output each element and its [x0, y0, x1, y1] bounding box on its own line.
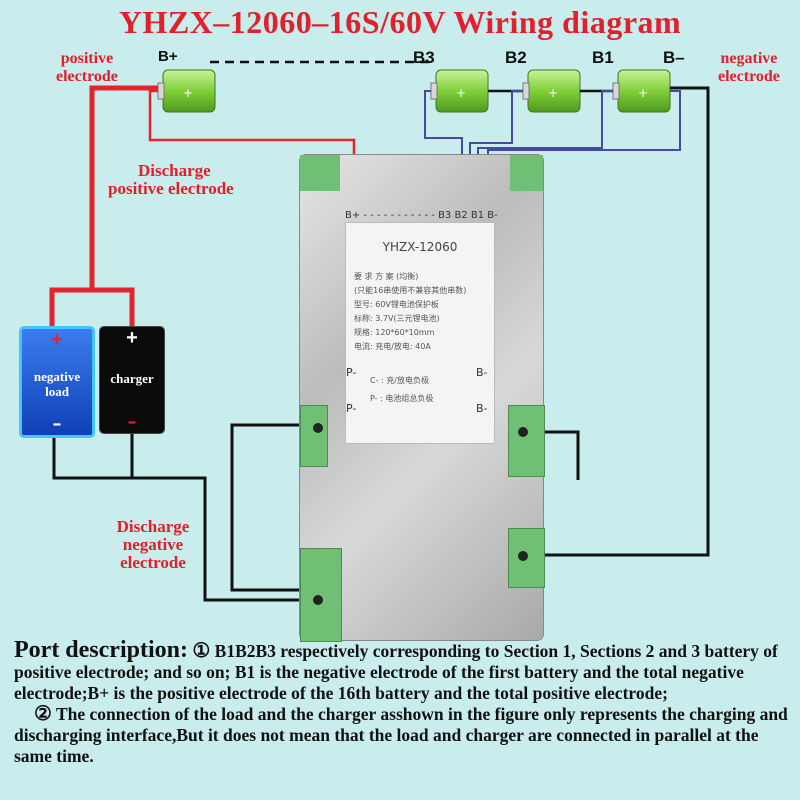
marker-1: ①: [192, 640, 211, 662]
port-description-heading: Port description:: [14, 637, 188, 663]
svg-text:+: +: [456, 86, 466, 100]
terminal-pminus-top: [313, 423, 323, 433]
bplus-label: B+: [158, 48, 178, 65]
pcb-corner-right: [510, 155, 543, 191]
pcb-tab-pminus-top: [300, 405, 328, 467]
battery-bplus: +: [157, 69, 216, 113]
board-line-3: 型号: 60V锂电池保护板: [354, 300, 439, 309]
charger-device: + charger –: [99, 326, 165, 434]
port-description: Port description: ① B1B2B3 respectively …: [14, 637, 790, 767]
wiring-svg: + + + +: [49, 60, 710, 602]
terminal-bminus-top: [518, 427, 528, 437]
description-para-2: The connection of the load and the charg…: [14, 704, 788, 766]
battery-b1: +: [612, 69, 671, 113]
diagram-title: YHZX–12060–16S/60V Wiring diagram: [118, 4, 682, 40]
svg-text:+: +: [638, 86, 648, 100]
battery-b2: +: [522, 69, 581, 113]
board-line-4: 标称: 3.7V(三元锂电池): [354, 314, 440, 323]
board-label-card: YHZX-12060 要 求 方 案 (均衡) (只能16串使用不兼容其他串数)…: [345, 222, 495, 444]
board-p-line: P- : 电池组总负极: [370, 394, 434, 403]
b1-label: B1: [592, 48, 614, 67]
svg-text:+: +: [183, 86, 193, 100]
terminal-bminus-bottom: [518, 551, 528, 561]
board-line-6: 电流: 充电/放电: 40A: [354, 342, 431, 351]
board-bminus-top: B-: [476, 366, 488, 379]
b3-label: B3: [413, 48, 435, 67]
pcb-tab-bminus-top: [508, 405, 545, 477]
terminal-pminus-bottom: [313, 595, 323, 605]
svg-text:+: +: [548, 86, 558, 100]
board-line-2: (只能16串使用不兼容其他串数): [354, 286, 467, 295]
marker-2: ②: [34, 703, 52, 725]
battery-b3: +: [430, 69, 489, 113]
board-model: YHZX-12060: [382, 240, 458, 254]
description-para-1: B1B2B3 respectively corresponding to Sec…: [14, 641, 778, 703]
board-line-5: 规格: 120*60*10mm: [354, 328, 435, 337]
board-c-line: C- : 充/放电负极: [370, 376, 429, 385]
board-line-1: 要 求 方 案 (均衡): [354, 272, 419, 281]
board-header-text: B+ - - - - - - - - - - - B3 B2 B1 B-: [345, 210, 498, 221]
bminus-label: B–: [663, 48, 685, 67]
b2-label: B2: [505, 48, 527, 67]
pcb-corner-left: [300, 155, 340, 191]
board-bminus-bottom: B-: [476, 402, 488, 415]
board-pminus-top: P-: [346, 366, 357, 379]
board-pminus-bottom: P-: [346, 402, 357, 415]
